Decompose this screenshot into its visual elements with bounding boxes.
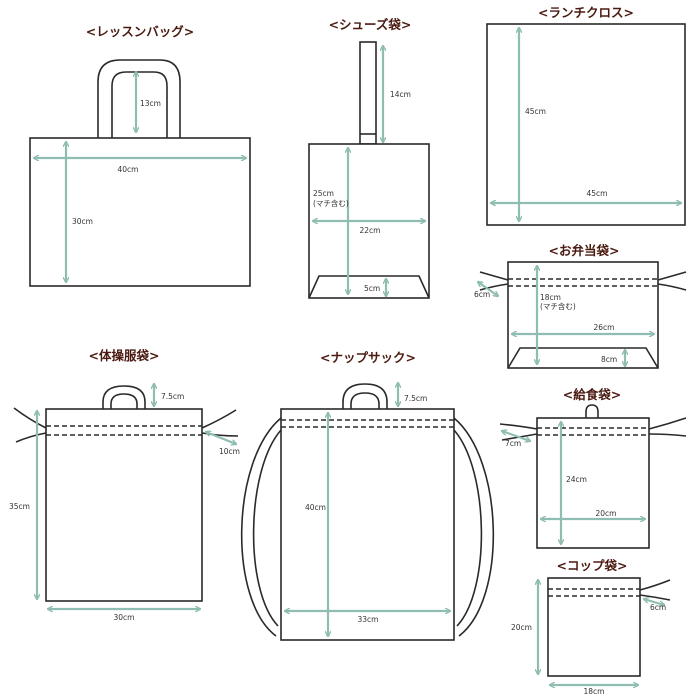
- gym-bag-height-label: 35cm: [9, 502, 30, 511]
- shoes-bag-gusset-label: 5cm: [364, 284, 380, 293]
- knapsack-strap-left-inner: [252, 429, 282, 627]
- knapsack-width-label: 33cm: [358, 615, 379, 624]
- bento-bag-cord-right: [657, 271, 687, 291]
- cup-bag-body: [547, 577, 641, 677]
- cup-bag-title: <コップ袋>: [557, 558, 628, 573]
- lunch-cloth-title: <ランチクロス>: [538, 5, 634, 20]
- shoes-bag-height-note: (マチ含む): [313, 198, 349, 208]
- shoes-bag-width-label: 22cm: [360, 226, 381, 235]
- knapsack-handle-inner: [350, 392, 380, 409]
- lunch-cloth: <ランチクロス> 45cm 45cm: [486, 5, 686, 226]
- gym-bag-title: <体操服袋>: [89, 348, 160, 363]
- lesson-bag-handle-outer: [97, 59, 181, 138]
- cup-bag: <コップ袋> 6cm 20cm 18cm: [511, 558, 671, 696]
- bento-bag-gusset-label: 8cm: [601, 355, 617, 364]
- knapsack-title: <ナップサック>: [320, 350, 416, 365]
- gym-bag: <体操服袋> 7.5cm 10cm 35cm 30cm: [9, 348, 240, 622]
- gym-bag-cord-left: [13, 407, 47, 443]
- gym-bag-body: [45, 408, 203, 602]
- lesson-bag-height-label: 30cm: [72, 217, 93, 226]
- kyushoku-bag-loop: [585, 404, 599, 418]
- lesson-bag-handle-label: 13cm: [140, 99, 161, 108]
- bento-bag-title: <お弁当袋>: [549, 243, 620, 258]
- knapsack-strap-left-outer: [240, 417, 282, 637]
- kyushoku-bag: <給食袋> 7cm 24cm 20cm: [499, 387, 687, 549]
- knapsack: <ナップサック> 7.5cm 40cm 33cm: [240, 350, 495, 641]
- knapsack-strap-right-inner: [453, 429, 483, 627]
- kyushoku-bag-cord-right: [648, 417, 687, 437]
- knapsack-handle-outer: [342, 383, 388, 409]
- cup-bag-height-label: 20cm: [511, 623, 532, 632]
- shoes-bag-handle-label: 14cm: [390, 90, 411, 99]
- gym-bag-cord-arrow: [206, 432, 236, 444]
- bento-bag-gusset: [507, 347, 659, 369]
- gym-bag-handle-outer: [102, 385, 146, 409]
- shoes-bag-gusset: [308, 275, 430, 299]
- cup-bag-cord-label: 6cm: [650, 603, 666, 612]
- kyushoku-bag-cord-label: 7cm: [505, 439, 521, 448]
- kyushoku-bag-body: [536, 417, 650, 549]
- bento-bag-cord-arrow: [478, 282, 498, 296]
- gym-bag-width-label: 30cm: [114, 613, 135, 622]
- kyushoku-bag-title: <給食袋>: [563, 387, 621, 402]
- lesson-bag: <レッスンバッグ> 13cm 40cm 30cm: [29, 24, 251, 287]
- gym-bag-handle-inner: [110, 393, 138, 409]
- lesson-bag-body: [29, 137, 251, 287]
- bento-bag-body: [507, 261, 659, 369]
- cup-bag-cord-arrow: [644, 599, 664, 605]
- kyushoku-bag-height-label: 24cm: [566, 475, 587, 484]
- lunch-cloth-width-label: 45cm: [587, 189, 608, 198]
- kyushoku-bag-cord-arrow: [502, 431, 530, 441]
- bento-bag-height-note: (マチ含む): [540, 301, 576, 311]
- knapsack-handle-label: 7.5cm: [404, 394, 427, 403]
- knapsack-height-label: 40cm: [305, 503, 326, 512]
- cup-bag-cord-right: [639, 579, 671, 601]
- knapsack-body: [280, 408, 455, 641]
- bento-bag: <お弁当袋> 6cm 18cm (マチ含む) 26cm 8cm: [474, 243, 687, 369]
- shoes-bag-handle: [359, 41, 377, 145]
- gym-bag-handle-label: 7.5cm: [161, 392, 184, 401]
- bento-bag-width-label: 26cm: [594, 323, 615, 332]
- lesson-bag-width-label: 40cm: [118, 165, 139, 174]
- shoes-bag-title: <シューズ袋>: [329, 17, 412, 32]
- lesson-bag-handle-inner: [111, 71, 168, 138]
- knapsack-strap-right-outer: [453, 417, 495, 637]
- lesson-bag-title: <レッスンバッグ>: [86, 24, 194, 39]
- shoes-bag-height-label: 25cm: [313, 189, 334, 198]
- bento-bag-cord-label: 6cm: [474, 290, 490, 299]
- shoes-bag: <シューズ袋> 14cm 25cm (マチ含む) 22cm 5cm: [308, 17, 430, 299]
- bento-bag-height-label: 18cm: [540, 293, 561, 302]
- kyushoku-bag-width-label: 20cm: [596, 509, 617, 518]
- cup-bag-width-label: 18cm: [584, 687, 605, 696]
- lunch-cloth-height-label: 45cm: [525, 107, 546, 116]
- gym-bag-cord-label: 10cm: [219, 447, 240, 456]
